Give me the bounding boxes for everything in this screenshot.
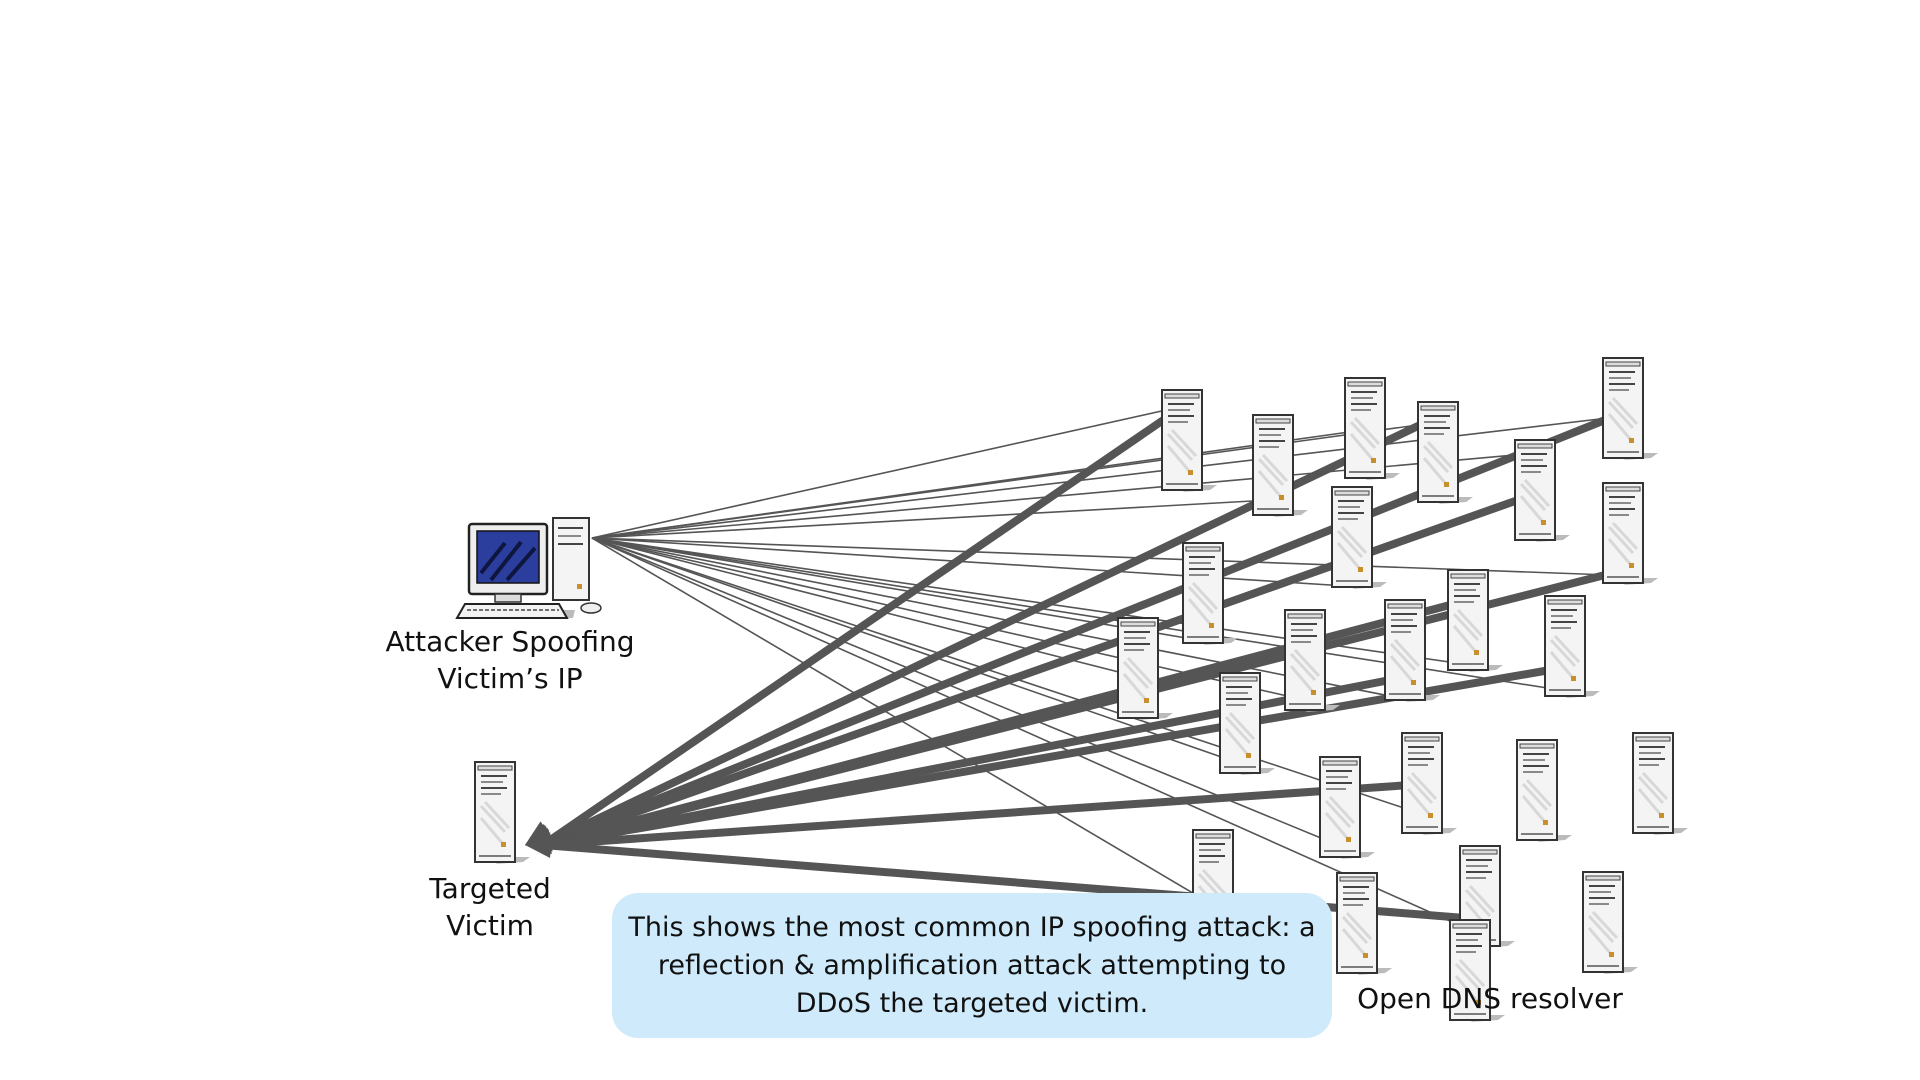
dns-resolver-server-icon — [1400, 731, 1459, 837]
callout-line-2: reflection & amplification attack attemp… — [657, 949, 1287, 981]
request-line — [591, 499, 1271, 539]
victim-label: Targeted Victim — [429, 872, 551, 942]
dns-resolver-server-icon — [1318, 755, 1377, 861]
dns-resolver-server-icon — [1283, 608, 1342, 714]
dns-resolver-server-icon — [1446, 568, 1505, 674]
resolver-label: Open DNS resolver — [1357, 982, 1623, 1015]
request-line — [591, 537, 1231, 916]
dns-resolver-server-icon — [1330, 485, 1389, 591]
explanation-callout: This shows the most common IP spoofing a… — [612, 893, 1332, 1038]
request-line — [591, 537, 1363, 588]
request-line — [591, 407, 1176, 539]
attacker-computer-icon — [455, 517, 602, 619]
request-line — [591, 537, 1411, 701]
victim-server-icon — [473, 760, 532, 866]
callout-line-3: DDoS the targeted victim. — [795, 987, 1149, 1019]
request-line — [591, 537, 1231, 761]
dns-resolver-server-icon — [1601, 356, 1660, 462]
response-arrowhead — [525, 836, 552, 858]
response-arrow — [539, 666, 1554, 849]
dns-resolver-server-icon — [1416, 400, 1475, 506]
dns-resolver-server-icon — [1218, 671, 1277, 777]
dns-resolver-server-icon — [1160, 388, 1219, 494]
dns-resolver-server-icon — [1515, 738, 1574, 844]
attacker-label: Attacker Spoofing Victim’s IP — [385, 625, 635, 695]
response-arrow — [539, 408, 1179, 849]
request-line — [591, 537, 1611, 576]
dns-resolver-server-icon — [1335, 871, 1394, 977]
request-line — [591, 537, 1151, 681]
dns-resolver-server-icon — [1631, 731, 1690, 837]
dns-resolver-server-icon — [1601, 481, 1660, 587]
dns-resolver-server-icon — [1251, 413, 1310, 519]
response-arrow — [539, 781, 1414, 849]
request-line — [591, 451, 1549, 539]
callout-line-1: This shows the most common IP spoofing a… — [628, 911, 1316, 943]
request-line — [591, 537, 1199, 641]
dns-resolver-server-icon — [1116, 616, 1175, 722]
request-line — [591, 537, 1471, 931]
dns-resolver-server-icon — [1543, 594, 1602, 700]
dns-resolver-server-icon — [1513, 438, 1572, 544]
dns-resolver-server-icon — [1581, 870, 1640, 976]
